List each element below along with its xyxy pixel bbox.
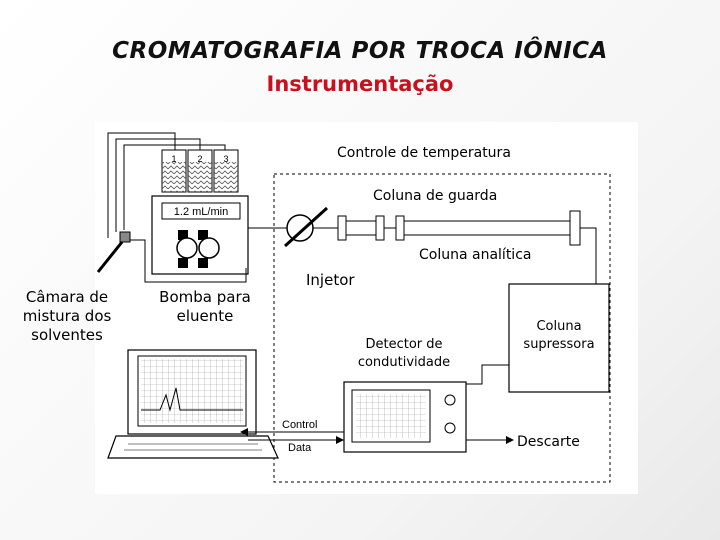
computer xyxy=(107,349,279,459)
waste-arrow xyxy=(466,436,514,444)
eluent-pump: 1.2 mL/min xyxy=(151,195,249,275)
bottle-3-label: 3 xyxy=(223,154,228,164)
mixer-label-line-2: mistura dos xyxy=(22,307,112,325)
waste-label: Descarte xyxy=(517,434,580,450)
data-label: Data xyxy=(288,442,312,454)
temperature-control-label: Controle de temperatura xyxy=(337,145,511,161)
pump-label-line-2: eluente xyxy=(176,307,234,325)
conductivity-detector xyxy=(343,381,467,453)
suppressor-to-detector-line xyxy=(462,364,509,385)
suppressor-label-line-2: supressora xyxy=(523,337,595,352)
mixer-label-line-1: Câmara de xyxy=(25,288,109,306)
detector-label-line-2: condutividade xyxy=(357,355,451,370)
solvent-bottles: 1 2 3 xyxy=(161,149,239,193)
control-label: Control xyxy=(282,419,317,431)
mixer-label-line-3: solventes xyxy=(31,326,103,344)
control-data-lines: Control Data xyxy=(240,419,344,454)
suppressor-label: Coluna supressora xyxy=(510,318,608,354)
analytical-column-label: Coluna analítica xyxy=(419,247,532,263)
mixer-label: Câmara de mistura dos solventes xyxy=(8,288,126,345)
analytical-column xyxy=(384,210,597,284)
bottle-1-label: 1 xyxy=(171,154,176,164)
bottle-2-label: 2 xyxy=(197,154,202,164)
suppressor-label-line-1: Coluna xyxy=(536,319,582,334)
mixing-chamber xyxy=(96,231,247,283)
slide-title: CROMATOGRAFIA POR TROCA IÔNICA xyxy=(112,38,608,64)
detector-label-line-1: Detector de xyxy=(365,337,443,352)
injector-valve xyxy=(283,206,329,248)
detector-label: Detector de condutividade xyxy=(345,336,463,372)
pump-label: Bomba para eluente xyxy=(150,288,260,326)
temperature-enclosure xyxy=(273,173,611,483)
solvent-lines xyxy=(107,132,226,238)
flow-rate-label: 1.2 mL/min xyxy=(174,206,228,218)
pump-label-line-1: Bomba para xyxy=(159,288,251,306)
guard-column-label: Coluna de guarda xyxy=(373,188,498,204)
injector-label: Injetor xyxy=(306,271,355,289)
guard-column xyxy=(313,215,385,241)
slide-subtitle: Instrumentação xyxy=(266,72,454,96)
suppressor-column xyxy=(508,283,610,393)
